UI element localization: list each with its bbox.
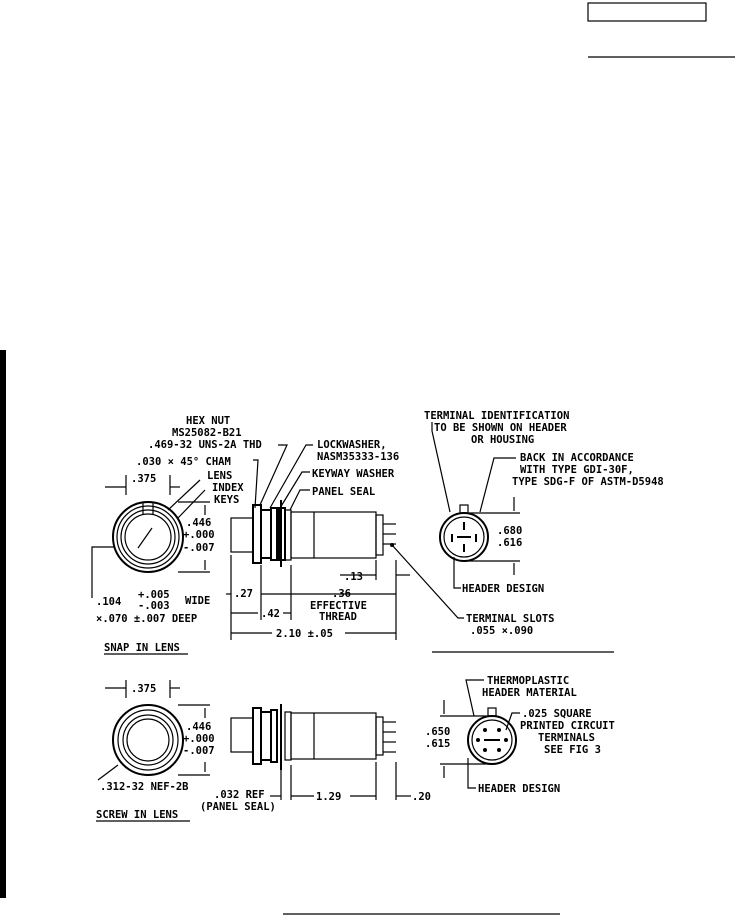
dim-000-bot: +.000 xyxy=(183,733,215,745)
cham-label: .030 × 45° CHAM xyxy=(136,456,231,468)
snap-in-lens-title: SNAP IN LENS xyxy=(104,642,180,654)
effective-label: EFFECTIVE xyxy=(310,600,367,612)
panel-seal-paren: (PANEL SEAL) xyxy=(200,801,276,813)
dim-615: .615 xyxy=(425,738,450,750)
dim-000-top: +.000 xyxy=(183,529,215,541)
leader-thread xyxy=(259,444,288,506)
back-3: TYPE SDG-F OF ASTM-D5948 xyxy=(512,476,664,488)
dim-446-top: .446 xyxy=(186,517,211,529)
leader-panelseal xyxy=(289,489,310,511)
margin-bar xyxy=(0,350,6,898)
wide-label: WIDE xyxy=(185,595,210,607)
ref-032: .032 REF xyxy=(214,789,265,801)
dim-210: 2.10 ±.05 xyxy=(276,628,333,640)
leader-cham xyxy=(253,459,259,509)
dim-36: .36 xyxy=(332,588,351,600)
dim-650: .650 xyxy=(425,726,450,738)
panel-seal-label: PANEL SEAL xyxy=(312,486,375,498)
thermoplastic-1: THERMOPLASTIC xyxy=(487,675,569,687)
dim-007-bot: -.007 xyxy=(183,745,215,757)
square-1: .025 SQUARE xyxy=(522,708,592,720)
tol-003: -.003 xyxy=(138,600,170,612)
keys-label: KEYS xyxy=(214,494,239,506)
dim-680: .680 xyxy=(497,525,522,537)
snap-side-view xyxy=(230,500,396,567)
index-label: INDEX xyxy=(212,482,244,494)
slot-size-label: .055 ×.090 xyxy=(470,625,533,637)
deep-label: ×.070 ±.007 DEEP xyxy=(96,613,197,625)
snap-header-view xyxy=(439,504,489,562)
terminal-slots-label: TERMINAL SLOTS xyxy=(466,613,555,625)
header-box xyxy=(587,2,707,22)
dim-375-bot: .375 xyxy=(131,683,156,695)
lens-label: LENS xyxy=(207,470,232,482)
dim-104: .104 xyxy=(96,596,121,608)
thermoplastic-2: HEADER MATERIAL xyxy=(482,687,577,699)
lockwasher-label: LOCKWASHER, xyxy=(317,439,387,451)
screw-side-view xyxy=(230,704,396,770)
back-1: BACK IN ACCORDANCE xyxy=(520,452,634,464)
snap-front-view xyxy=(112,501,184,573)
leader-lockwasher xyxy=(269,444,313,509)
dim-616: .616 xyxy=(497,537,522,549)
leader-keys-a xyxy=(167,479,201,511)
lockwasher-spec: NASM35333-136 xyxy=(317,451,399,463)
terminal-id-1: TERMINAL IDENTIFICATION xyxy=(424,410,569,422)
square-4: SEE FIG 3 xyxy=(544,744,601,756)
screw-front-view xyxy=(112,704,184,776)
header-design-top: HEADER DESIGN xyxy=(462,583,544,595)
dim-375-top: .375 xyxy=(131,473,156,485)
thread-spec: .469-32 UNS-2A THD xyxy=(148,439,262,451)
leader-keys-b xyxy=(177,489,206,519)
dim-007-top: -.007 xyxy=(183,542,215,554)
terminal-id-2: TO BE SHOWN ON HEADER xyxy=(434,422,567,434)
square-2: PRINTED CIRCUIT xyxy=(520,720,615,732)
tol-005: +.005 xyxy=(138,589,170,601)
square-3: TERMINALS xyxy=(538,732,595,744)
leader-keyway xyxy=(279,471,310,509)
terminal-id-3: OR HOUSING xyxy=(471,434,534,446)
dim-13: .13 xyxy=(344,571,363,583)
dim-20: .20 xyxy=(412,791,431,803)
screw-in-lens-title: SCREW IN LENS xyxy=(96,809,178,821)
dim-42: .42 xyxy=(261,608,280,620)
keyway-washer-label: KEYWAY WASHER xyxy=(312,468,395,480)
thread-label: THREAD xyxy=(319,611,357,623)
dim-446-bot: .446 xyxy=(186,721,211,733)
back-2: WITH TYPE GDI-30F, xyxy=(520,464,634,476)
hex-nut-label: HEX NUT xyxy=(186,415,230,427)
nef-label: .312-32 NEF-2B xyxy=(100,781,189,793)
dim-27: .27 xyxy=(234,588,253,600)
dim-129: 1.29 xyxy=(316,791,341,803)
hex-nut-spec: MS25082-B21 xyxy=(172,427,242,439)
header-design-bot: HEADER DESIGN xyxy=(478,783,560,795)
